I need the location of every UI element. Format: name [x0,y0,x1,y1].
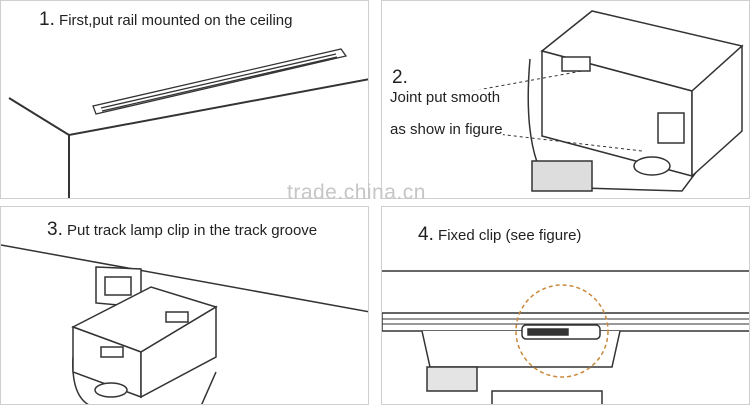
slot-upper [561,56,591,72]
lamp-head [426,366,478,392]
clip-knob [633,156,671,176]
track-groove [104,276,132,296]
step-3-number: 3. [47,219,63,240]
slot-lower [657,112,685,144]
leader-line-2 [471,130,643,152]
watermark: trade.china.cn [287,181,426,204]
adapter-side [691,44,743,178]
lamp-fins [531,160,593,192]
step-3-text: Put track lamp clip in the track groove [67,222,318,239]
adapter-slot-front [100,346,124,358]
step-4-caption: 4. Fixed clip (see figure) [418,224,581,246]
adapter-joint-drawing [471,10,744,192]
ceiling-rail-drawing [8,48,368,198]
step-1-panel: 1. First,put rail mounted on the ceiling [0,0,369,199]
step-4-panel: 4. Fixed clip (see figure) [381,206,750,405]
lamp-base [491,390,603,404]
adapter-slot-top [165,311,189,323]
step-4-number: 4. [418,224,434,245]
fixed-clip-drawing [382,270,749,404]
clip-in-groove-drawing [1,244,368,404]
step-2-line-1: Joint put smooth [390,89,501,106]
step-2-number: 2. [392,67,408,88]
step-3-panel: 3. Put track lamp clip in the track groo… [0,206,369,405]
adapter-side [140,305,217,399]
step-1-number: 1. [39,9,55,30]
ceiling-line [1,244,368,313]
leader-line-1 [471,70,583,92]
clip-slot [527,328,569,336]
step-4-text: Fixed clip (see figure) [438,227,582,244]
step-2-panel: 2. Joint put smooth as show in figure [381,0,750,199]
callout-circle [515,284,609,378]
clip-knob [94,382,128,398]
step-3-caption: 3. Put track lamp clip in the track groo… [47,219,317,241]
adapter-body [421,330,621,368]
step-2-line-2: as show in figure [390,121,503,138]
ceiling-rail [92,48,348,115]
step-1-caption: 1. First,put rail mounted on the ceiling [39,9,292,31]
step-1-text: First,put rail mounted on the ceiling [59,12,293,29]
